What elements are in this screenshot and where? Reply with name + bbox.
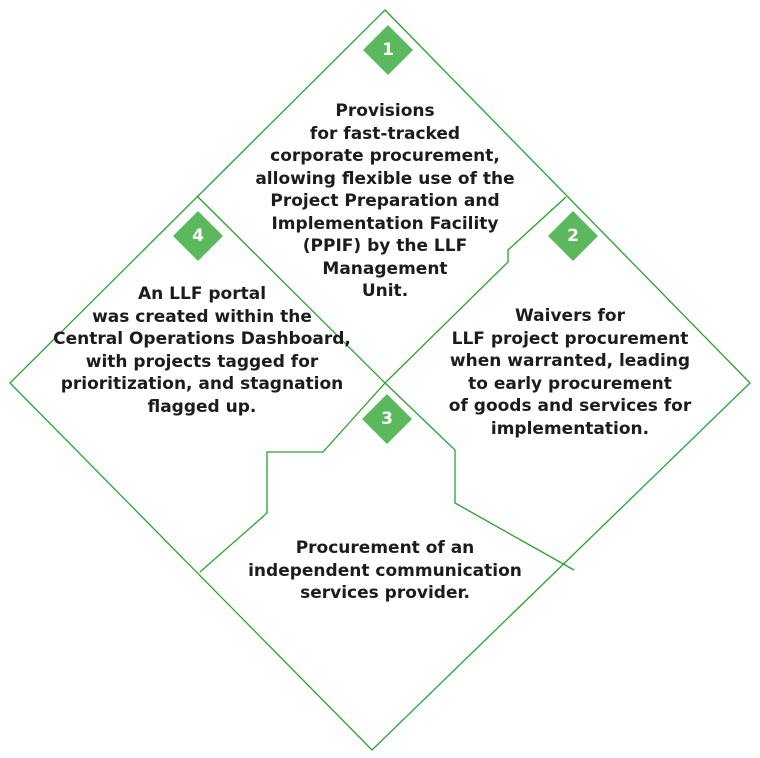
badge-4-diamond (173, 211, 223, 261)
divider-1-2 (384, 196, 567, 384)
badge-2-diamond (548, 211, 598, 261)
quadrant-3-text: Procurement of an independent communicat… (248, 538, 522, 603)
quadrant-1-text: Provisions for fast-tracked corporate pr… (255, 101, 515, 301)
badge-2-number: 2 (567, 226, 579, 246)
badge-3-diamond (362, 394, 412, 444)
divider-3-4 (199, 382, 386, 573)
badge-4-number: 4 (192, 226, 204, 246)
divider-2-3 (384, 382, 575, 571)
badge-1-number: 1 (382, 40, 394, 60)
badge-3-number: 3 (381, 409, 393, 429)
divider-1-4 (196, 195, 386, 384)
quadrant-4-text: An LLF portal was created within the Cen… (53, 284, 351, 417)
quadrant-2-text: Waivers for LLF project procurement when… (448, 306, 692, 439)
outer-diamond (9, 9, 751, 751)
badge-1-diamond (363, 25, 413, 75)
